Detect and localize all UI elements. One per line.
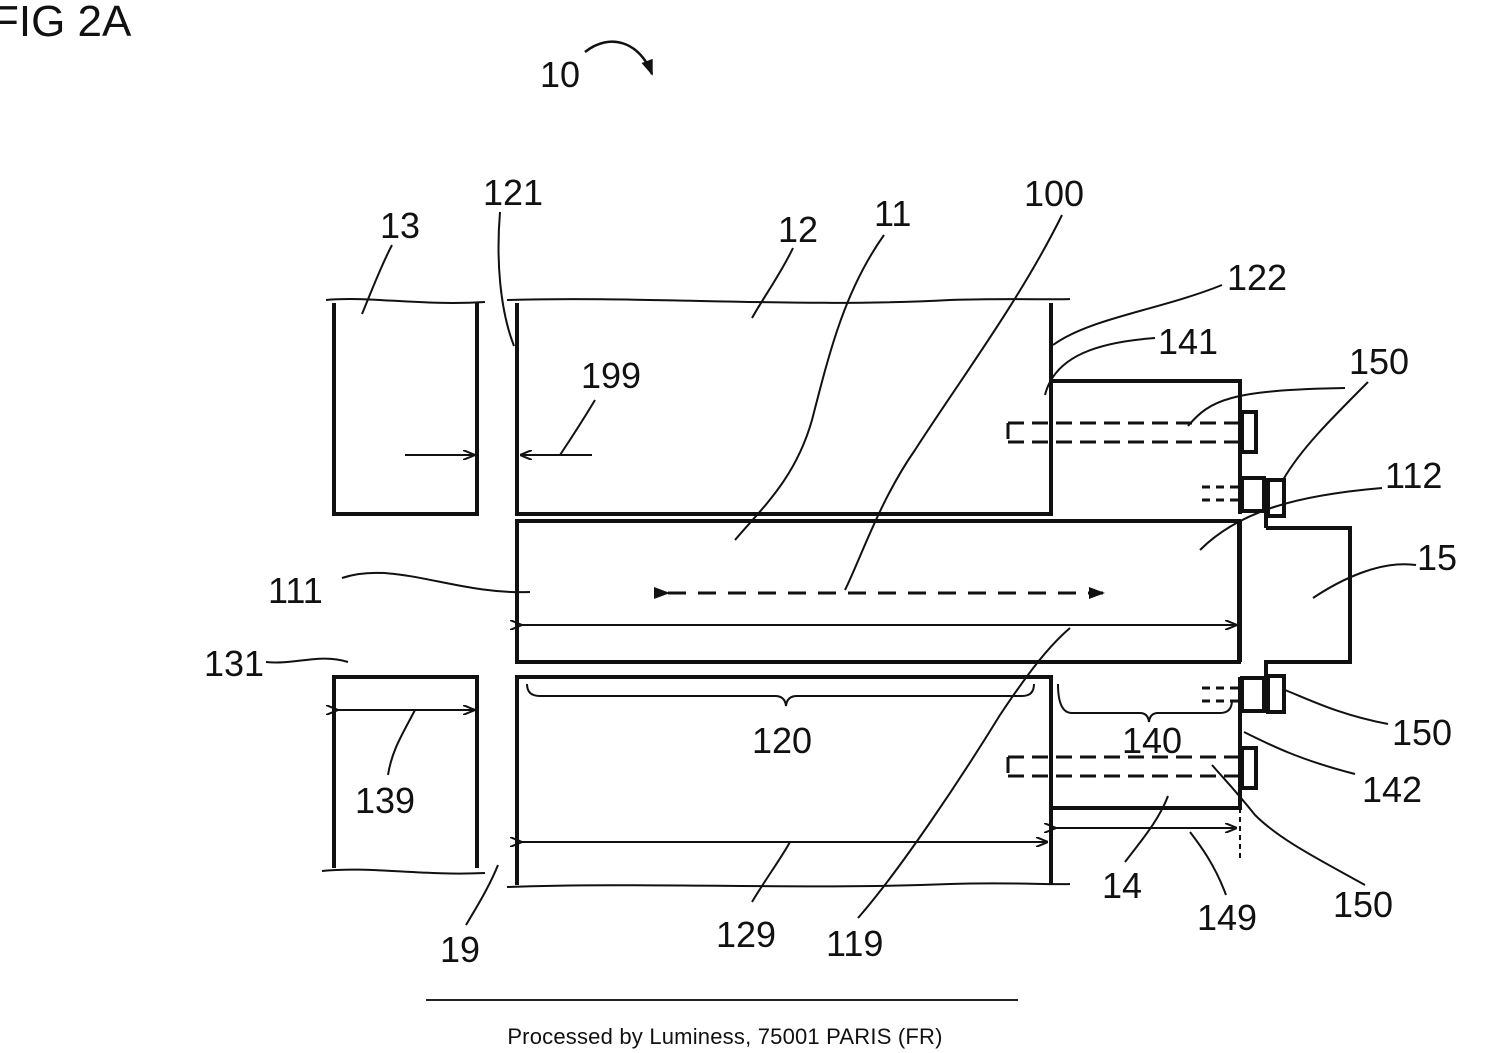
footer-processed-by: Processed by Luminess, 75001 PARIS (FR) [430, 1024, 1020, 1050]
leader-lines [266, 212, 1416, 925]
leader-11 [735, 235, 884, 540]
block-13-lower [334, 677, 477, 868]
drawing-lines [334, 303, 1350, 885]
ref-label-141: 141 [1158, 321, 1218, 362]
arrow-10 [585, 42, 652, 74]
ref-label-14: 14 [1102, 865, 1142, 906]
small-bolt-upper [1202, 487, 1240, 500]
ref-label-10: 10 [540, 54, 580, 95]
small-bolt-lower [1202, 688, 1240, 701]
leader-111 [342, 573, 530, 592]
bolt-upper [1008, 423, 1240, 442]
ref-label-149: 149 [1197, 897, 1257, 938]
fastener-head-150-lower [1268, 676, 1284, 712]
ref-label-142: 142 [1362, 769, 1422, 810]
fastener-head-lower [1242, 748, 1256, 788]
cut-12-top [507, 299, 1070, 303]
ref-label-19: 19 [440, 929, 480, 970]
ref-label-121: 121 [483, 172, 543, 213]
leader-142 [1244, 732, 1355, 774]
ref-label-100: 100 [1024, 173, 1084, 214]
ref-label-140: 140 [1122, 720, 1182, 761]
leader-129 [752, 842, 790, 902]
footer-divider [426, 999, 1018, 1001]
block-14-upper [1051, 381, 1240, 514]
braces [527, 684, 1232, 722]
figure-title: FIG 2A [0, 0, 132, 46]
reference-labels: 13 121 12 11 100 122 141 150 199 112 15 … [204, 172, 1457, 970]
leader-150a [1188, 388, 1345, 426]
ref-label-199: 199 [581, 355, 641, 396]
ref-label-120: 120 [752, 720, 812, 761]
leader-199 [560, 400, 595, 455]
fastener-head-upper [1242, 412, 1256, 452]
leader-141 [1045, 338, 1155, 395]
fastener-head-mid-lower [1242, 678, 1264, 711]
leader-100 [845, 215, 1062, 590]
cut-12-bottom [507, 883, 1070, 887]
fastener-head-150-upper [1268, 480, 1284, 516]
ref-label-13: 13 [380, 205, 420, 246]
ref-label-139: 139 [355, 780, 415, 821]
brace-140 [1058, 684, 1232, 722]
leader-149 [1190, 832, 1226, 895]
ref-label-11: 11 [874, 193, 911, 234]
ref-label-111: 111 [268, 570, 323, 611]
leader-150-tail [1283, 382, 1368, 480]
leader-150b [1285, 690, 1388, 724]
fastener-head-mid-upper [1242, 478, 1264, 511]
leader-131 [266, 659, 348, 663]
leader-15 [1313, 564, 1416, 598]
leader-139 [388, 710, 415, 775]
ref-label-15: 15 [1417, 537, 1457, 578]
ref-label-150-top: 150 [1349, 341, 1409, 382]
block-13-upper [334, 303, 477, 514]
leader-150c [1212, 765, 1365, 885]
ref-label-150-mid: 150 [1392, 712, 1452, 753]
ref-label-122: 122 [1227, 257, 1287, 298]
leader-12 [752, 248, 793, 318]
leader-121 [499, 212, 514, 346]
brace-120 [527, 684, 1034, 706]
cut-13-bottom [322, 870, 485, 874]
leader-13 [362, 245, 392, 314]
block-15 [1266, 503, 1350, 686]
ref-label-112: 112 [1385, 455, 1442, 496]
ref-label-129: 129 [716, 914, 776, 955]
ref-label-150-bottom: 150 [1333, 884, 1393, 925]
ref-label-119: 119 [826, 923, 883, 964]
cut-13-top [326, 299, 485, 303]
ref-label-131: 131 [204, 643, 264, 684]
leader-119 [858, 628, 1070, 918]
ref-label-12: 12 [778, 209, 818, 250]
